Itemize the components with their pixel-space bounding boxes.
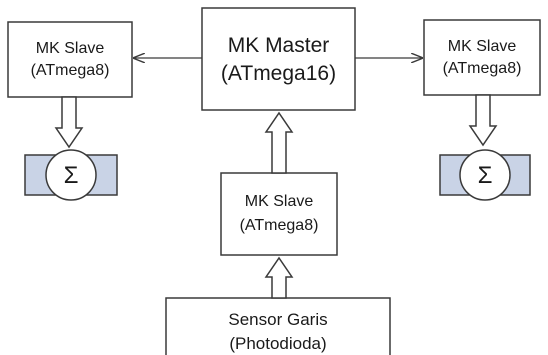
master-node: MK Master (ATmega16) — [201, 7, 356, 111]
left-motor: Σ — [24, 149, 118, 201]
master-label-line1: MK Master — [228, 34, 330, 57]
master-label-line2: (ATmega16) — [221, 62, 336, 85]
motor-icon — [45, 149, 97, 201]
slave-left-label-line1: MK Slave — [36, 40, 105, 57]
slave-right-node: MK Slave (ATmega8) — [423, 19, 541, 96]
slave-left-label-line2: (ATmega8) — [31, 62, 110, 79]
sensor-label-line1: Sensor Garis — [228, 310, 327, 329]
slave-right-label-line1: MK Slave — [448, 38, 517, 55]
left-motor-symbol: Σ — [64, 162, 79, 189]
slave-right-label-line2: (ATmega8) — [443, 60, 522, 77]
arrow-sensor-to-slave — [264, 256, 294, 299]
slave-left-node: MK Slave (ATmega8) — [7, 21, 133, 98]
right-motor-symbol: Σ — [478, 162, 493, 189]
slave-bottom-label-line1: MK Slave — [245, 193, 314, 210]
motor-icon — [459, 149, 511, 201]
slave-bottom-label-line2: (ATmega8) — [240, 217, 319, 234]
arrow-left-slave-to-motor — [54, 96, 84, 149]
sensor-node: Sensor Garis (Photodioda) — [165, 297, 391, 355]
right-motor: Σ — [439, 149, 531, 201]
arrow-slave-to-master — [264, 111, 294, 174]
slave-bottom-node: MK Slave (ATmega8) — [220, 172, 338, 256]
sensor-label-line2: (Photodioda) — [229, 334, 326, 353]
arrow-right-slave-to-motor — [468, 94, 498, 147]
